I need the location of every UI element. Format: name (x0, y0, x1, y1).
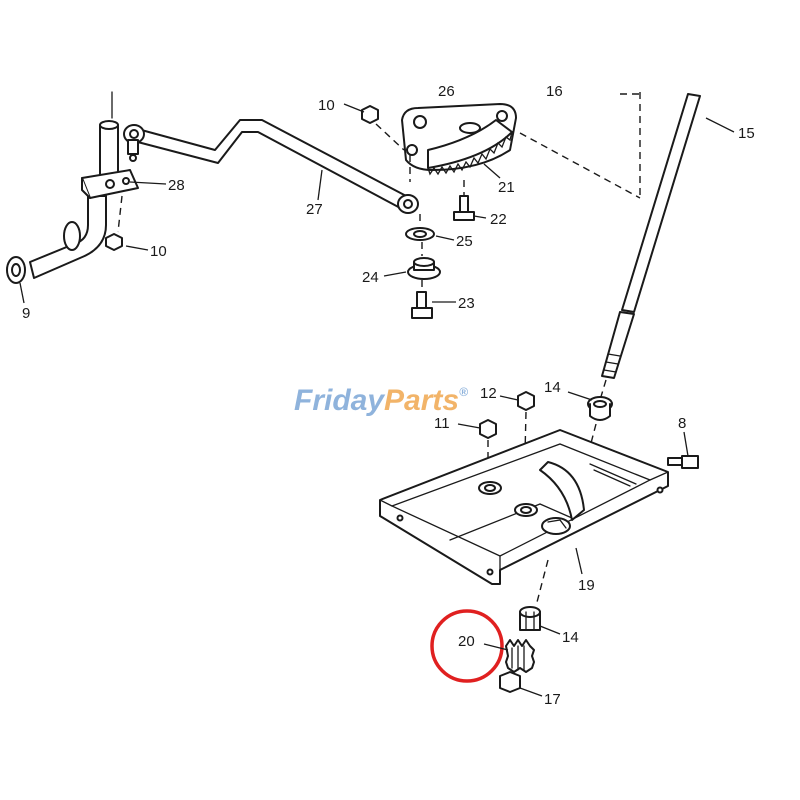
pinion-gear (505, 639, 535, 673)
callout-10-left: 10 (150, 243, 167, 260)
callout-12: 12 (480, 385, 497, 402)
callout-14-upper: 14 (544, 379, 561, 396)
nut-top (361, 105, 405, 151)
tie-rod (123, 119, 419, 214)
callout-11: 11 (434, 415, 450, 432)
steering-shaft (599, 93, 701, 401)
callout-22: 22 (490, 211, 507, 228)
bolt-8 (667, 455, 699, 469)
bolt-23 (411, 280, 433, 319)
callout-16: 16 (546, 83, 563, 100)
callout-10-top: 10 (318, 97, 335, 114)
callout-14-lower: 14 (562, 629, 579, 646)
callout-28: 28 (168, 177, 185, 194)
watermark-part2: Parts (384, 384, 459, 417)
callout-8: 8 (678, 415, 686, 432)
highlight-circle (430, 609, 504, 683)
callout-23: 23 (458, 295, 475, 312)
nut-11 (479, 419, 497, 482)
bushing-lower (519, 606, 541, 631)
mounting-plate (379, 429, 669, 607)
callout-25: 25 (456, 233, 473, 250)
bolt-22 (453, 180, 475, 221)
callout-15: 15 (738, 125, 755, 142)
callout-labels: 9 10 10 28 27 26 16 21 22 25 24 23 15 12… (22, 83, 755, 708)
callout-27: 27 (306, 201, 323, 218)
steering-arm-bracket (81, 169, 139, 233)
callout-20: 20 (458, 633, 475, 650)
spacer-24 (407, 242, 441, 280)
watermark: FridayParts® (294, 384, 468, 417)
callout-26: 26 (438, 83, 455, 100)
callout-17: 17 (544, 691, 561, 708)
dashed-reference-box (519, 92, 641, 199)
callout-19: 19 (578, 577, 595, 594)
callout-21: 21 (498, 179, 515, 196)
callout-9: 9 (22, 305, 30, 322)
washer-25 (405, 214, 435, 241)
watermark-part1: Friday (294, 384, 385, 417)
watermark-mark: ® (459, 385, 468, 399)
nut-17 (499, 671, 521, 693)
callout-24: 24 (362, 269, 379, 286)
sector-gear-plate (401, 103, 517, 182)
nut-left (105, 233, 123, 251)
leader-lines (19, 103, 735, 697)
